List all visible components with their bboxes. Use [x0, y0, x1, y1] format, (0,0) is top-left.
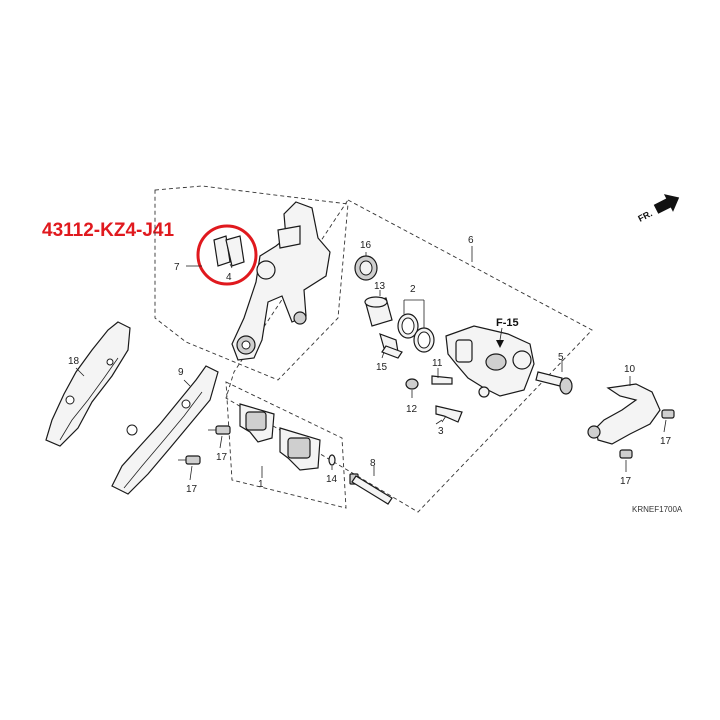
piston-seals-2	[397, 313, 435, 353]
callout-8: 8	[370, 458, 376, 469]
pin-14	[328, 454, 336, 466]
callout-7: 7	[174, 262, 180, 273]
callout-1: 1	[258, 479, 264, 490]
caliper-body	[445, 325, 535, 398]
cap-12	[405, 378, 419, 390]
callout-14: 14	[326, 474, 338, 485]
callout-2: 2	[410, 284, 416, 295]
front-direction-arrow: FR.	[636, 194, 680, 224]
bolt-17-b	[178, 455, 201, 465]
bolt-17-d	[619, 449, 633, 459]
callout-16: 16	[360, 240, 372, 251]
callout-9: 9	[178, 367, 184, 378]
callout-18: 18	[68, 356, 80, 367]
guard-part-9	[111, 365, 219, 495]
boot-16	[354, 255, 378, 281]
guard-part-18	[45, 321, 131, 447]
caliper-bracket	[231, 201, 331, 361]
guard-part-10	[587, 383, 661, 445]
bolt-17-c	[661, 409, 675, 419]
callout-3: 3	[438, 426, 444, 437]
pad-pin-8	[349, 473, 393, 505]
highlight-part-number: 43112-KZ4-J41	[42, 220, 174, 241]
callout-10: 10	[624, 364, 636, 375]
callout-11: 11	[432, 358, 443, 369]
callout-4: 4	[226, 272, 232, 283]
highlight-circle	[196, 224, 258, 286]
callout-12: 12	[406, 404, 418, 415]
piston-13	[364, 296, 393, 327]
pad-set-frame	[225, 381, 347, 509]
reference-label: F-15	[496, 317, 519, 329]
f15-arrow-icon	[496, 340, 504, 348]
svg-text:FR.: FR.	[636, 208, 653, 223]
pad-spring-3	[435, 405, 463, 423]
callout-13: 13	[374, 281, 386, 292]
slide-pin-15	[379, 333, 403, 359]
brake-pads	[239, 403, 321, 471]
arrow-icon	[653, 194, 680, 214]
bracket-frame	[154, 185, 349, 381]
bleeder-11	[431, 375, 453, 385]
callout-5: 5	[558, 352, 564, 363]
callout-17-a: 17	[216, 452, 228, 463]
callout-17-c: 17	[660, 436, 672, 447]
callout-17-d: 17	[620, 476, 632, 487]
bolt-17-a	[208, 425, 231, 435]
callout-15: 15	[376, 362, 388, 373]
diagram-code: KRNEF1700A	[632, 505, 683, 514]
callout-6: 6	[468, 235, 474, 246]
slide-bolt-5	[535, 371, 573, 395]
pad-retainer-clips	[213, 235, 245, 267]
callout-17-b: 17	[186, 484, 198, 495]
